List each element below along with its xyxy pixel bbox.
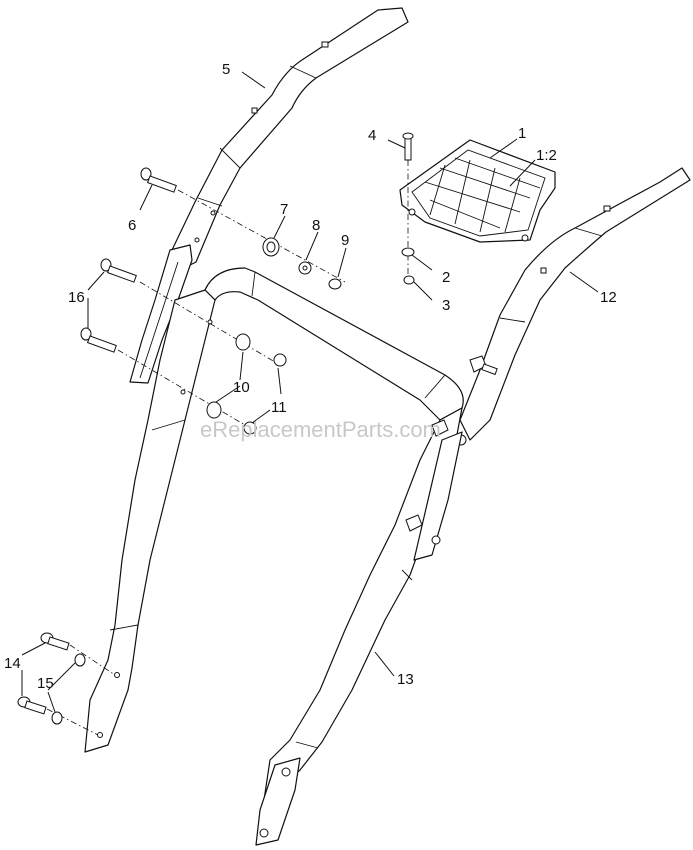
callout-2: 2 xyxy=(442,269,450,286)
callout-16: 16 xyxy=(68,289,85,306)
spacer-7[interactable] xyxy=(262,237,280,257)
callout-7: 7 xyxy=(280,201,288,218)
callout-12: 12 xyxy=(600,289,617,306)
washer-8[interactable] xyxy=(298,261,312,275)
callout-5: 5 xyxy=(222,61,230,78)
nut-3[interactable] xyxy=(403,275,415,285)
callout-11: 11 xyxy=(271,399,287,416)
right-handle-bolts[interactable] xyxy=(405,355,498,532)
callout-6: 6 xyxy=(128,217,136,234)
washer-15-upper[interactable] xyxy=(74,653,86,667)
nut-11-upper[interactable] xyxy=(273,353,287,367)
bolt-4[interactable] xyxy=(402,132,414,278)
left-mount-bracket[interactable] xyxy=(129,244,193,384)
spacer-10-upper[interactable] xyxy=(235,333,251,351)
callout-15: 15 xyxy=(37,675,54,692)
washer-2[interactable] xyxy=(401,247,415,257)
control-decal-plate[interactable] xyxy=(399,139,556,243)
bolt-14-upper[interactable] xyxy=(40,632,116,676)
upper-handle-left[interactable] xyxy=(171,7,409,271)
bolt-16-upper[interactable] xyxy=(100,258,281,366)
upper-handle-right[interactable] xyxy=(413,167,691,561)
callout-1: 1 xyxy=(518,125,526,142)
callout-leaders xyxy=(21,71,599,713)
watermark-text: eReplacementParts.com xyxy=(200,417,441,442)
bolt-6[interactable] xyxy=(140,167,346,283)
bolt-16-lower[interactable] xyxy=(80,327,251,429)
nut-9[interactable] xyxy=(328,278,342,290)
callout-3: 3 xyxy=(442,297,450,314)
washer-15-lower[interactable] xyxy=(51,711,63,725)
callout-14: 14 xyxy=(4,655,21,672)
callout-4: 4 xyxy=(368,127,376,144)
spacer-10-lower[interactable] xyxy=(206,401,222,419)
callout-8: 8 xyxy=(312,217,320,234)
callout-1-2: 1:2 xyxy=(536,147,557,164)
callout-9: 9 xyxy=(341,232,349,249)
nut-11-lower[interactable] xyxy=(243,421,257,435)
lower-handle-frame[interactable] xyxy=(84,267,464,846)
callout-10: 10 xyxy=(233,379,250,396)
callout-13: 13 xyxy=(397,671,414,688)
